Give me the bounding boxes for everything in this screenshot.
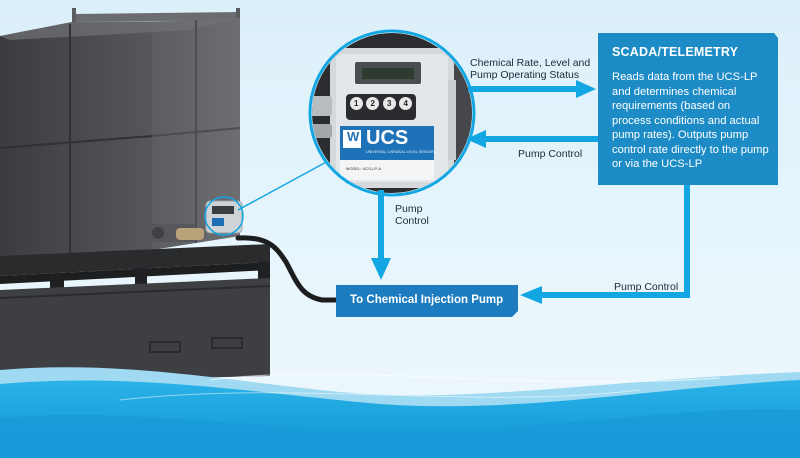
device-model: MODEL: UCS-LP-A [346,166,382,171]
chemical-tank [0,8,241,262]
pump-control-label-vertical-2: Control [395,215,429,227]
status-label-line1: Chemical Rate, Level and [470,57,591,69]
arrow-head-down [371,258,391,280]
device-logo: W [347,129,360,144]
status-label-line2: Pump Operating Status [470,69,580,81]
scada-box: SCADA/TELEMETRY Reads data from the UCS-… [598,33,778,185]
scada-description: Reads data from the UCS-LP and determine… [612,71,769,170]
device-button-2: 2 [366,97,380,110]
device-subtitle: UNIVERSAL CHEMICAL LEVEL SENSOR [366,150,434,154]
pump-box-label: To Chemical Injection Pump [350,294,504,306]
device-buttons: 1 2 3 4 [348,97,414,110]
chemical-injection-pump-box: To Chemical Injection Pump [336,285,518,317]
arrow-head-left-bottom [520,286,542,304]
pump-control-label-vertical-1: Pump [395,203,423,215]
zoom-connector [237,159,331,211]
arrow-head-left [466,130,486,148]
pump-control-label-right: Pump Control [518,148,583,160]
scada-title: SCADA/TELEMETRY [612,45,739,59]
sensor-cable [235,235,339,303]
device-button-4: 4 [399,97,413,110]
pump-control-label-bottom: Pump Control [614,281,679,293]
device-brand: UCS [366,127,409,149]
sensor-small [205,200,243,234]
zoom-source-ring [204,196,244,236]
device-button-1: 1 [349,97,363,110]
device-button-3: 3 [382,97,396,110]
device-zoom [308,29,476,197]
arrow-head-right [576,80,596,98]
tank-stand [0,244,271,382]
water-waves [0,367,800,458]
flow-arrows [371,80,690,304]
